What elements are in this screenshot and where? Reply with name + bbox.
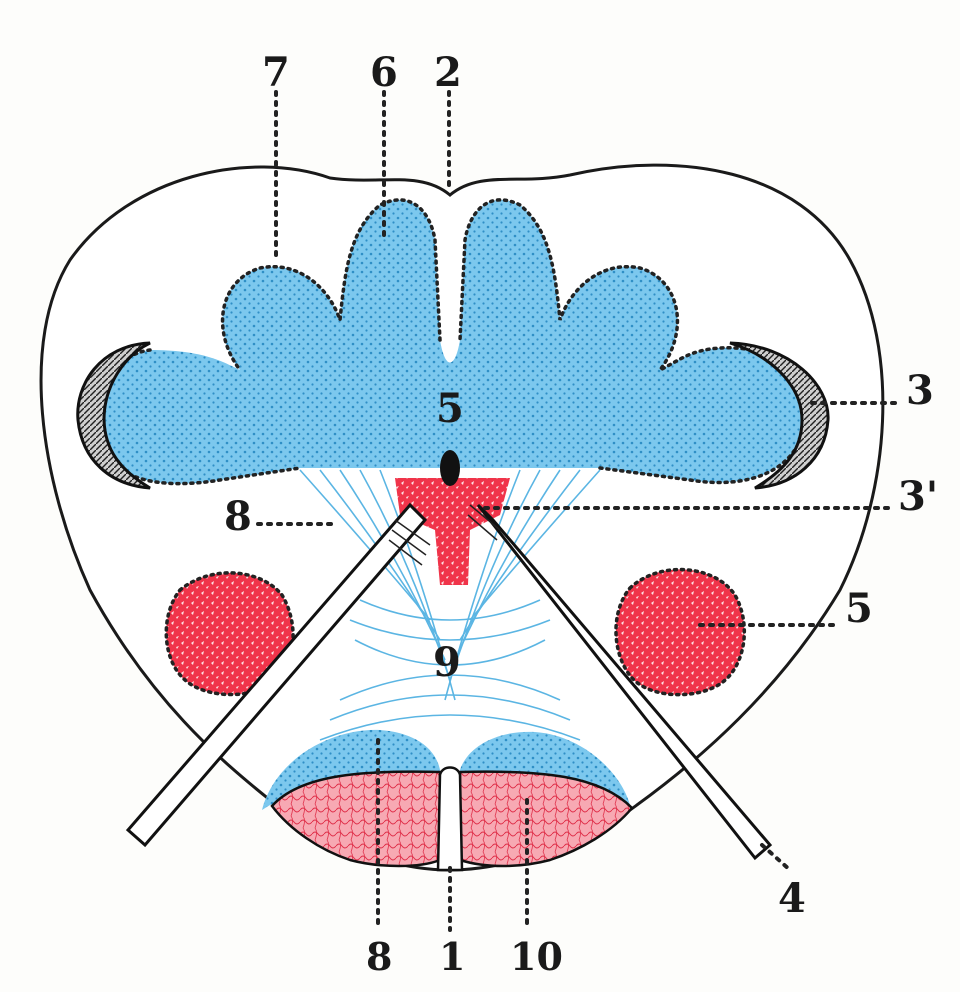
label-5-right: 5 bbox=[845, 585, 873, 632]
right-red-nucleus-edge bbox=[614, 567, 747, 697]
fiber-fan-strokes bbox=[299, 469, 601, 741]
central-canal bbox=[440, 450, 460, 486]
right-nerve-root bbox=[476, 503, 773, 861]
right-red-nucleus bbox=[615, 569, 745, 695]
label-1: 1 bbox=[439, 934, 465, 979]
label-6: 6 bbox=[370, 49, 398, 96]
label-4: 4 bbox=[778, 875, 806, 922]
left-dark-crescent bbox=[76, 341, 151, 490]
blue-posterior-region bbox=[99, 199, 806, 484]
central-red-region bbox=[395, 478, 510, 585]
label-10: 10 bbox=[510, 934, 563, 979]
label-8-left: 8 bbox=[224, 493, 252, 540]
right-anterior-pink-region bbox=[458, 770, 634, 868]
left-anterior-pink-region bbox=[270, 770, 442, 868]
label-5-center: 5 bbox=[436, 385, 464, 432]
label-7: 7 bbox=[262, 49, 290, 96]
anterior-fissure bbox=[436, 766, 464, 872]
right-dark-crescent bbox=[729, 341, 830, 490]
leader-4 bbox=[760, 843, 792, 872]
label-8-bottom: 8 bbox=[366, 934, 392, 979]
label-3-right: 3 bbox=[906, 367, 934, 414]
left-nerve-root bbox=[125, 502, 428, 848]
label-2: 2 bbox=[434, 49, 462, 96]
left-red-nucleus bbox=[166, 572, 294, 695]
root-entry-hatching bbox=[388, 504, 501, 566]
label-3-prime: 3' bbox=[898, 473, 938, 520]
label-9: 9 bbox=[433, 639, 461, 686]
